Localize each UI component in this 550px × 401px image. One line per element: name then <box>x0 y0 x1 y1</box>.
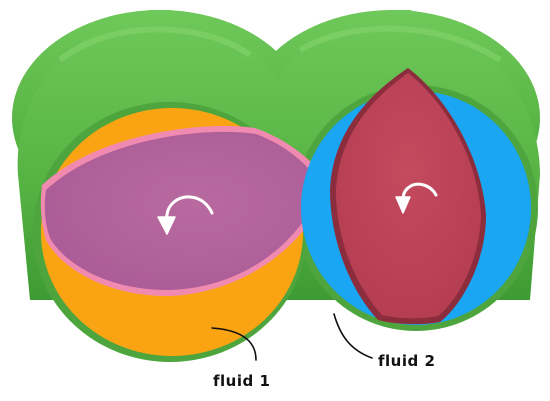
counterclockwise-arrow-icon <box>157 195 214 235</box>
label-fluid-2: fluid 2 <box>378 352 435 370</box>
left-chamber <box>40 108 331 356</box>
housing-highlight <box>58 26 252 63</box>
right-rotor <box>336 73 481 319</box>
leader-lines <box>211 313 373 361</box>
leader-line-fluid-1 <box>211 327 257 361</box>
right-chamber <box>301 68 531 325</box>
left-rotor <box>44 131 323 291</box>
clockwise-arrow-icon <box>395 182 438 214</box>
housing-highlight-right <box>298 25 502 63</box>
label-fluid-1: fluid 1 <box>213 372 270 390</box>
leader-line-fluid-2 <box>333 313 373 359</box>
